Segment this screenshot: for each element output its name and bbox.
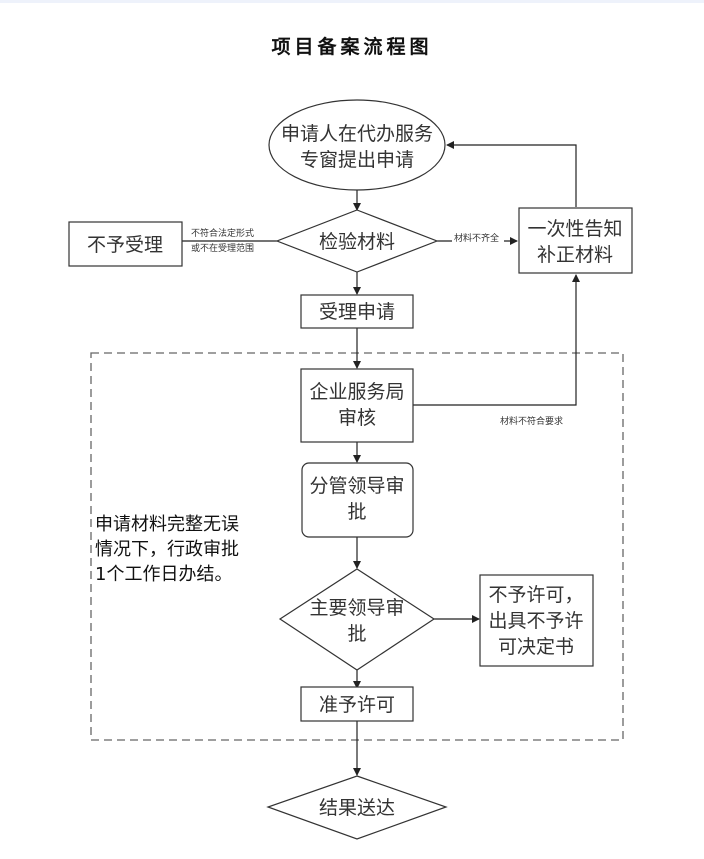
page-title: 项目备案流程图 [271,36,433,58]
start-line1: 申请人在代办服务 [281,123,433,145]
note-line3: 1个工作日办结。 [95,564,232,585]
reject-node[interactable]: 不予受理 [68,221,183,267]
edge-bureau-supplement [413,274,580,406]
edge-label-incomplete: 材料不齐全 [454,232,499,244]
deny-node[interactable]: 不予许可， 出具不予许 可决定书 [479,574,594,667]
check-label: 检验材料 [319,231,395,253]
bureau-line2: 审核 [338,407,376,429]
grant-label: 准予许可 [319,694,395,716]
edge-label-reject-2: 或不在受理范围 [191,242,254,254]
edge-supplement-start [446,141,577,207]
supplement-line2: 补正材料 [537,244,613,266]
edge-label-reject-1: 不符合法定形式 [191,227,254,239]
edge-label-not-meet: 材料不符合要求 [500,415,563,427]
supplement-node[interactable]: 一次性告知 补正材料 [518,207,633,274]
chief-approval-node[interactable]: 主要领导审 批 [278,568,436,671]
reject-label: 不予受理 [87,234,163,256]
accept-node[interactable]: 受理申请 [300,294,414,329]
deputy-approval-node[interactable]: 分管领导审 批 [301,462,414,538]
bureau-line1: 企业服务局 [309,381,404,403]
top-bar [0,0,704,3]
chief-line2: 批 [347,623,366,645]
deny-line2: 出具不予许 [488,610,583,632]
deliver-label: 结果送达 [319,797,395,819]
deputy-line2: 批 [347,501,366,523]
deliver-node[interactable]: 结果送达 [266,775,448,840]
note-line2: 情况下，行政审批 [95,539,239,560]
grant-node[interactable]: 准予许可 [300,686,414,722]
note-line1: 申请材料完整无误 [95,514,239,535]
bureau-review-node[interactable]: 企业服务局 审核 [300,368,414,443]
chief-line1: 主要领导审 [309,597,404,619]
supplement-line1: 一次性告知 [527,218,622,240]
start-node[interactable]: 申请人在代办服务 专窗提出申请 [268,99,446,191]
check-materials-node[interactable]: 检验材料 [275,209,439,273]
deny-line1: 不予许可， [488,584,583,606]
deputy-line1: 分管领导审 [309,475,404,497]
start-line2: 专窗提出申请 [300,149,414,171]
deny-line3: 可决定书 [498,636,574,658]
accept-label: 受理申请 [319,301,395,323]
